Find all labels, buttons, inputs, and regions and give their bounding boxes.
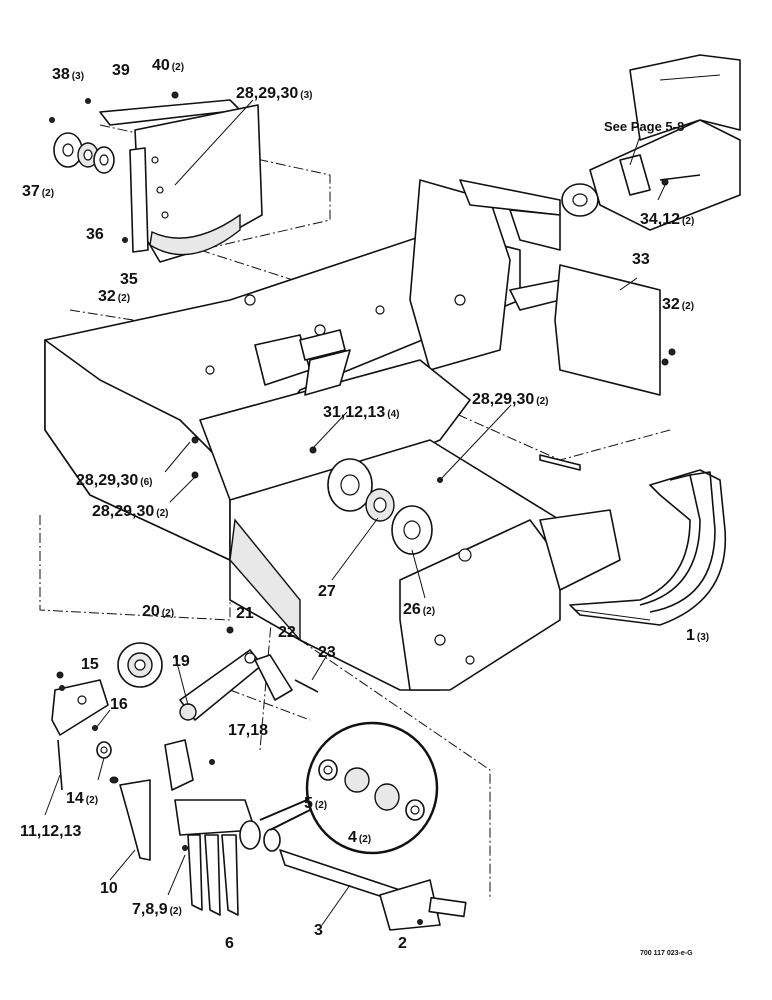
callout-leaders (44, 99, 667, 926)
drive-shaft-assembly (561, 54, 741, 231)
callout-3[interactable]: 3 (314, 922, 323, 939)
callout-28-29-30-3[interactable]: 28,29,30(3) (236, 85, 313, 102)
cross-bar-end (509, 209, 561, 251)
tine-6a (187, 834, 203, 911)
bolt-17 (209, 759, 215, 765)
callout-32-right[interactable]: 32(2) (662, 296, 694, 313)
callout-15[interactable]: 15 (81, 656, 99, 673)
callout-40[interactable]: 40(2) (152, 57, 184, 74)
guard-1 (569, 469, 727, 626)
callout-36[interactable]: 36 (86, 226, 104, 243)
callout-20[interactable]: 20(2) (142, 603, 174, 620)
callout-5[interactable]: 5(2) (304, 795, 327, 812)
callout-16[interactable]: 16 (110, 696, 128, 713)
callout-17-18[interactable]: 17,18 (228, 722, 268, 739)
lever-17 (164, 739, 194, 791)
shield-33 (554, 264, 661, 396)
bushing-4b (374, 783, 400, 811)
callout-33[interactable]: 33 (632, 251, 650, 268)
main-frame (44, 179, 621, 691)
guard-assembly-1 (569, 469, 727, 626)
callout-28-29-30-2a[interactable]: 28,29,30(2) (472, 391, 549, 408)
nut-21 (226, 626, 234, 634)
frame-right-end (399, 519, 561, 691)
nut-40 (171, 91, 179, 99)
right-shield-assembly (539, 264, 676, 471)
shield-lower-lip (149, 213, 241, 256)
callout-6[interactable]: 6 (225, 935, 234, 952)
callout-10[interactable]: 10 (100, 880, 118, 897)
bolt-23 (294, 679, 319, 693)
bolt-31 (309, 446, 317, 454)
callout-26[interactable]: 26(2) (403, 601, 435, 618)
hub-2 (379, 879, 441, 931)
callout-37[interactable]: 37(2) (22, 183, 54, 200)
bushing-4a (344, 767, 370, 793)
callout-39[interactable]: 39 (112, 62, 130, 79)
callout-32-left[interactable]: 32(2) (98, 288, 130, 305)
side-shield-assembly (49, 91, 263, 263)
callout-28-29-30-2b[interactable]: 28,29,30(2) (92, 503, 169, 520)
plate-22 (254, 654, 293, 701)
callout-27[interactable]: 27 (318, 583, 336, 600)
callout-labels: 38(3) 39 40(2) 28,29,30(3) 37(2) 36 32(2… (20, 57, 709, 952)
callout-34-12[interactable]: 34,12(2) (640, 211, 694, 228)
upper-frame-ref (629, 54, 741, 141)
callout-35[interactable]: 35 (120, 271, 138, 288)
bolt-7 (182, 845, 188, 851)
bolt-35 (122, 237, 128, 243)
bracket-15 (51, 679, 109, 736)
tine-10 (119, 779, 151, 861)
callout-23[interactable]: 23 (318, 644, 336, 661)
callout-22[interactable]: 22 (278, 624, 296, 641)
tine-6b (204, 834, 221, 916)
callout-1[interactable]: 1(3) (686, 627, 709, 644)
lower-lift-assembly (51, 626, 467, 931)
callout-7-8-9[interactable]: 7,8,9(2) (132, 901, 182, 918)
shield-flange (129, 147, 149, 253)
callout-28-29-30-6[interactable]: 28,29,30(6) (76, 472, 153, 489)
callout-31-12-13[interactable]: 31,12,13(4) (323, 404, 400, 421)
nut-32 (668, 348, 676, 356)
bolt-11 (57, 739, 63, 791)
callout-38[interactable]: 38(3) (52, 66, 84, 83)
callout-21[interactable]: 21 (236, 605, 254, 622)
frame-right-bracket (539, 509, 621, 591)
see-page-note[interactable]: See Page 5-8 (604, 119, 684, 134)
bearing-inset (259, 721, 439, 855)
drawing-code: 700 117 023-e-G (640, 950, 693, 957)
callout-2[interactable]: 2 (398, 935, 407, 952)
callout-14[interactable]: 14(2) (66, 790, 98, 807)
frame-beam-underside (229, 518, 301, 642)
callout-19[interactable]: 19 (172, 653, 190, 670)
shield-strap (539, 454, 581, 471)
tine-6c (221, 834, 239, 916)
callout-11-12-13[interactable]: 11,12,13 (20, 823, 82, 840)
bolt-38 (85, 98, 91, 104)
callout-4[interactable]: 4(2) (348, 829, 371, 846)
